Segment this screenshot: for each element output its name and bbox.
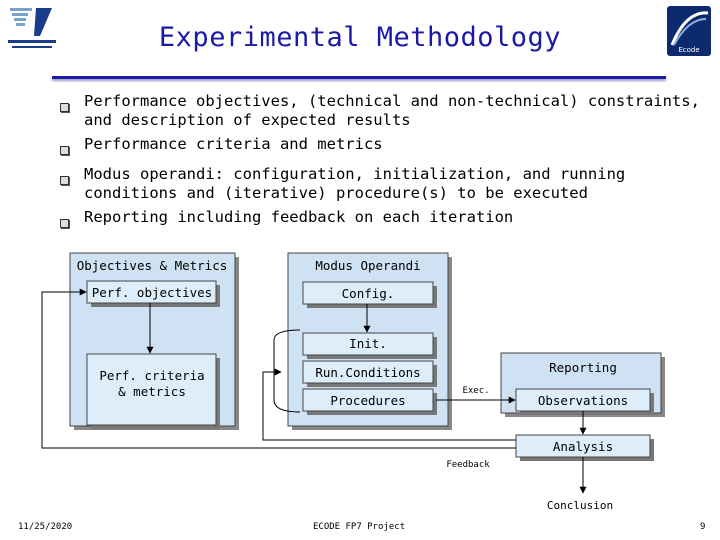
- perf-objectives-label: Perf. objectives: [92, 285, 212, 300]
- run-conditions-box: [302, 360, 434, 384]
- bullet-text: Performance objectives, (technical and n…: [84, 92, 700, 129]
- square-bullet-icon: [60, 165, 84, 203]
- perf-criteria-box: [86, 353, 217, 426]
- square-bullet-icon: [60, 92, 84, 130]
- perf-criteria-label-2: & metrics: [118, 384, 186, 399]
- perf-objectives-box: [86, 280, 217, 304]
- bullet-item: Performance objectives, (technical and n…: [60, 92, 700, 130]
- bullet-item: Reporting including feedback on each ite…: [60, 208, 700, 233]
- square-bullet-icon: [60, 135, 84, 160]
- square-bullet-icon: [60, 208, 84, 233]
- bullet-text: Modus operandi: configuration, initializ…: [84, 165, 626, 202]
- slide-title: Experimental Methodology: [158, 22, 562, 53]
- fp7-logo: [6, 6, 58, 52]
- init-box: [302, 332, 434, 356]
- perf-criteria-label: Perf. criteria: [99, 368, 204, 383]
- iteration-bracket: [273, 329, 301, 413]
- modus-operandi-label: Modus Operandi: [315, 258, 420, 273]
- bullet-text: Performance criteria and metrics: [84, 135, 383, 153]
- footer-project: ECODE FP7 Project: [313, 522, 406, 532]
- ecode-logo: Ecode: [666, 5, 712, 57]
- observations-label: Observations: [538, 393, 628, 408]
- bullet-item: Performance criteria and metrics: [60, 135, 700, 160]
- feedback-label: Feedback: [446, 460, 490, 470]
- procedures-label: Procedures: [330, 393, 405, 408]
- footer-date: 11/25/2020: [18, 522, 73, 532]
- exec-label: Exec.: [462, 386, 489, 396]
- page-number: 9: [700, 522, 706, 532]
- reporting-label: Reporting: [549, 360, 617, 375]
- procedures-box: [302, 388, 434, 412]
- analysis-label: Analysis: [553, 439, 613, 454]
- feedback-loop-outer: [41, 288, 516, 449]
- run-conditions-label: Run.Conditions: [315, 365, 420, 380]
- objectives-metrics-label: Objectives & Metrics: [77, 258, 228, 273]
- feedback-loop-inner: [262, 368, 516, 441]
- ecode-logo-text: Ecode: [678, 46, 699, 54]
- bullet-text: Reporting including feedback on each ite…: [84, 208, 514, 226]
- conclusion-label: Conclusion: [547, 499, 613, 512]
- init-label: Init.: [349, 336, 387, 351]
- title-rule: [52, 76, 666, 79]
- bullet-item: Modus operandi: configuration, initializ…: [60, 165, 700, 203]
- config-label: Config.: [342, 286, 395, 301]
- bullet-list: Performance objectives, (technical and n…: [60, 92, 700, 238]
- config-box: [302, 281, 434, 305]
